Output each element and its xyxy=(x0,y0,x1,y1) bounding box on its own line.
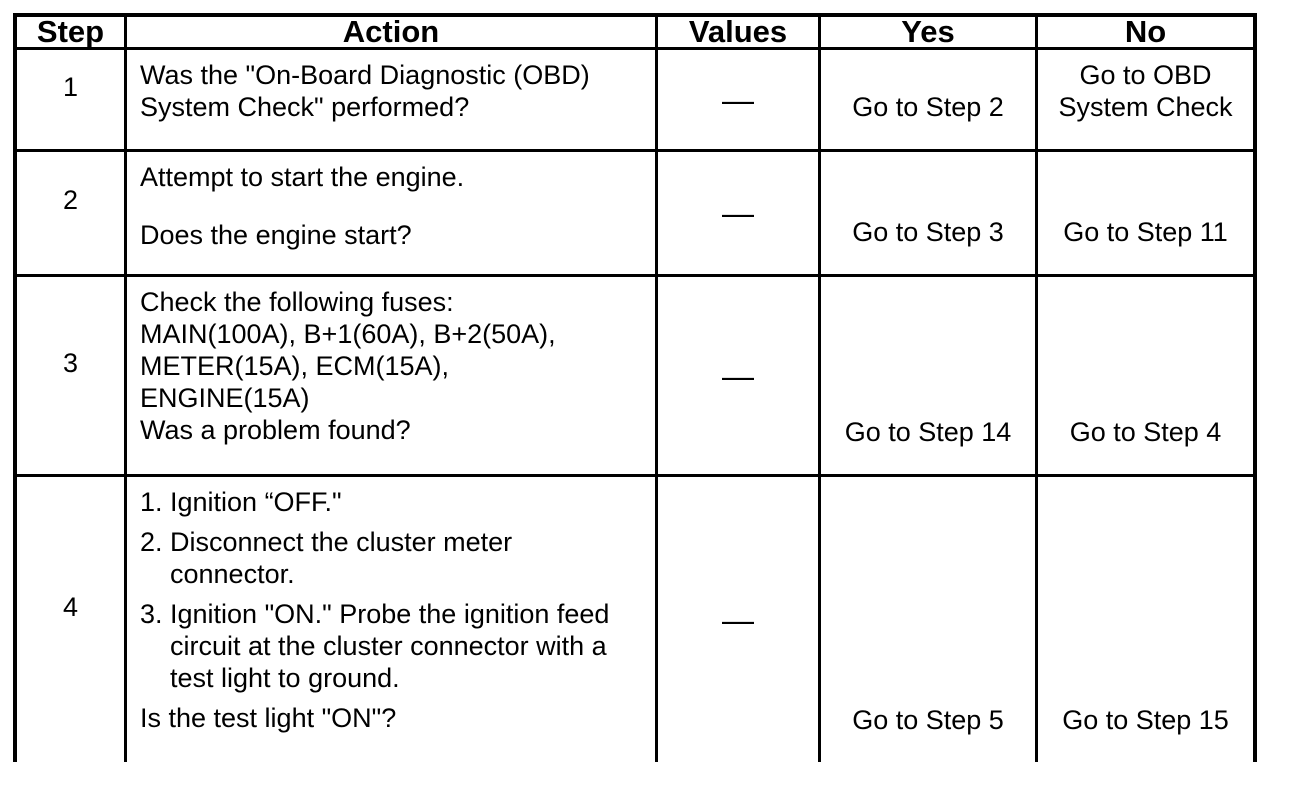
action-paragraph: Was the "On-Board Diagnostic (OBD)System… xyxy=(140,59,647,123)
action-line: connector. xyxy=(170,559,295,589)
action-line: Does the engine start? xyxy=(140,220,412,250)
yes-line: Go to Step 14 xyxy=(844,417,1012,447)
no-line: Go to Step 15 xyxy=(1062,705,1229,735)
step-cell: 1 xyxy=(17,50,127,152)
values-cell: — xyxy=(658,477,821,762)
yes-cell: Go to Step 3 xyxy=(821,152,1038,277)
yes-cell: Go to Step 2 xyxy=(821,50,1038,152)
item-number: 1. xyxy=(140,487,163,517)
action-paragraph: Does the engine start? xyxy=(140,219,647,251)
action-line: Was the "On-Board Diagnostic (OBD) xyxy=(140,60,590,90)
action-line: Ignition “OFF." xyxy=(170,487,342,517)
action-list-item: 1.Ignition “OFF." xyxy=(140,486,647,518)
no-line: Go to Step 4 xyxy=(1069,417,1222,447)
values-cell: — xyxy=(658,50,821,152)
action-line: METER(15A), ECM(15A), xyxy=(140,351,450,381)
step-cell: 4 xyxy=(17,477,127,762)
column-header-action: Action xyxy=(127,16,658,50)
no-cell: Go to Step 11 xyxy=(1038,152,1253,277)
yes-cell: Go to Step 14 xyxy=(821,277,1038,477)
action-cell: 1.Ignition “OFF."2.Disconnect the cluste… xyxy=(127,477,658,762)
action-line: Disconnect the cluster meter xyxy=(170,527,513,557)
no-cell: Go to Step 4 xyxy=(1038,277,1253,477)
values-cell: — xyxy=(658,152,821,277)
action-line: test light to ground. xyxy=(170,663,400,693)
no-line: System Check xyxy=(1058,92,1233,122)
item-number: 3. xyxy=(140,599,163,629)
action-cell: Attempt to start the engine. Does the eng… xyxy=(127,152,658,277)
column-header-no: No xyxy=(1038,16,1253,50)
action-paragraph: Check the following fuses:MAIN(100A), B+… xyxy=(140,286,647,446)
action-line: Is the test light "ON"? xyxy=(140,703,397,733)
action-line: circuit at the cluster connector with a xyxy=(170,631,607,661)
values-cell: — xyxy=(658,277,821,477)
column-header-yes: Yes xyxy=(821,16,1038,50)
action-line: MAIN(100A), B+1(60A), B+2(50A), xyxy=(140,319,556,349)
yes-line: Go to Step 3 xyxy=(852,217,1004,247)
action-line: Attempt to start the engine. xyxy=(140,162,465,192)
no-line: Go to OBD xyxy=(1079,60,1212,90)
no-cell: Go to Step 15 xyxy=(1038,477,1253,762)
action-line: System Check" performed? xyxy=(140,92,470,122)
action-paragraph: Is the test light "ON"? xyxy=(140,702,647,734)
action-paragraph: Attempt to start the engine. xyxy=(140,161,647,193)
action-line: Ignition "ON." Probe the ignition feed xyxy=(170,599,610,629)
item-text: Ignition “OFF." xyxy=(170,486,647,518)
action-cell: Check the following fuses:MAIN(100A), B+… xyxy=(127,277,658,477)
item-number: 2. xyxy=(140,527,163,557)
action-line: ENGINE(15A) xyxy=(140,383,310,413)
yes-line: Go to Step 5 xyxy=(852,705,1004,735)
column-header-values: Values xyxy=(658,16,821,50)
yes-cell: Go to Step 5 xyxy=(821,477,1038,762)
column-header-step: Step xyxy=(17,16,127,50)
step-cell: 2 xyxy=(17,152,127,277)
action-line: Check the following fuses: xyxy=(140,287,454,317)
no-line: Go to Step 11 xyxy=(1063,217,1228,247)
action-line: Was a problem found? xyxy=(140,415,411,445)
step-cell: 3 xyxy=(17,277,127,477)
action-list-item: 3.Ignition "ON." Probe the ignition feed… xyxy=(140,598,647,694)
action-cell: Was the "On-Board Diagnostic (OBD)System… xyxy=(127,50,658,152)
yes-line: Go to Step 2 xyxy=(852,92,1004,122)
